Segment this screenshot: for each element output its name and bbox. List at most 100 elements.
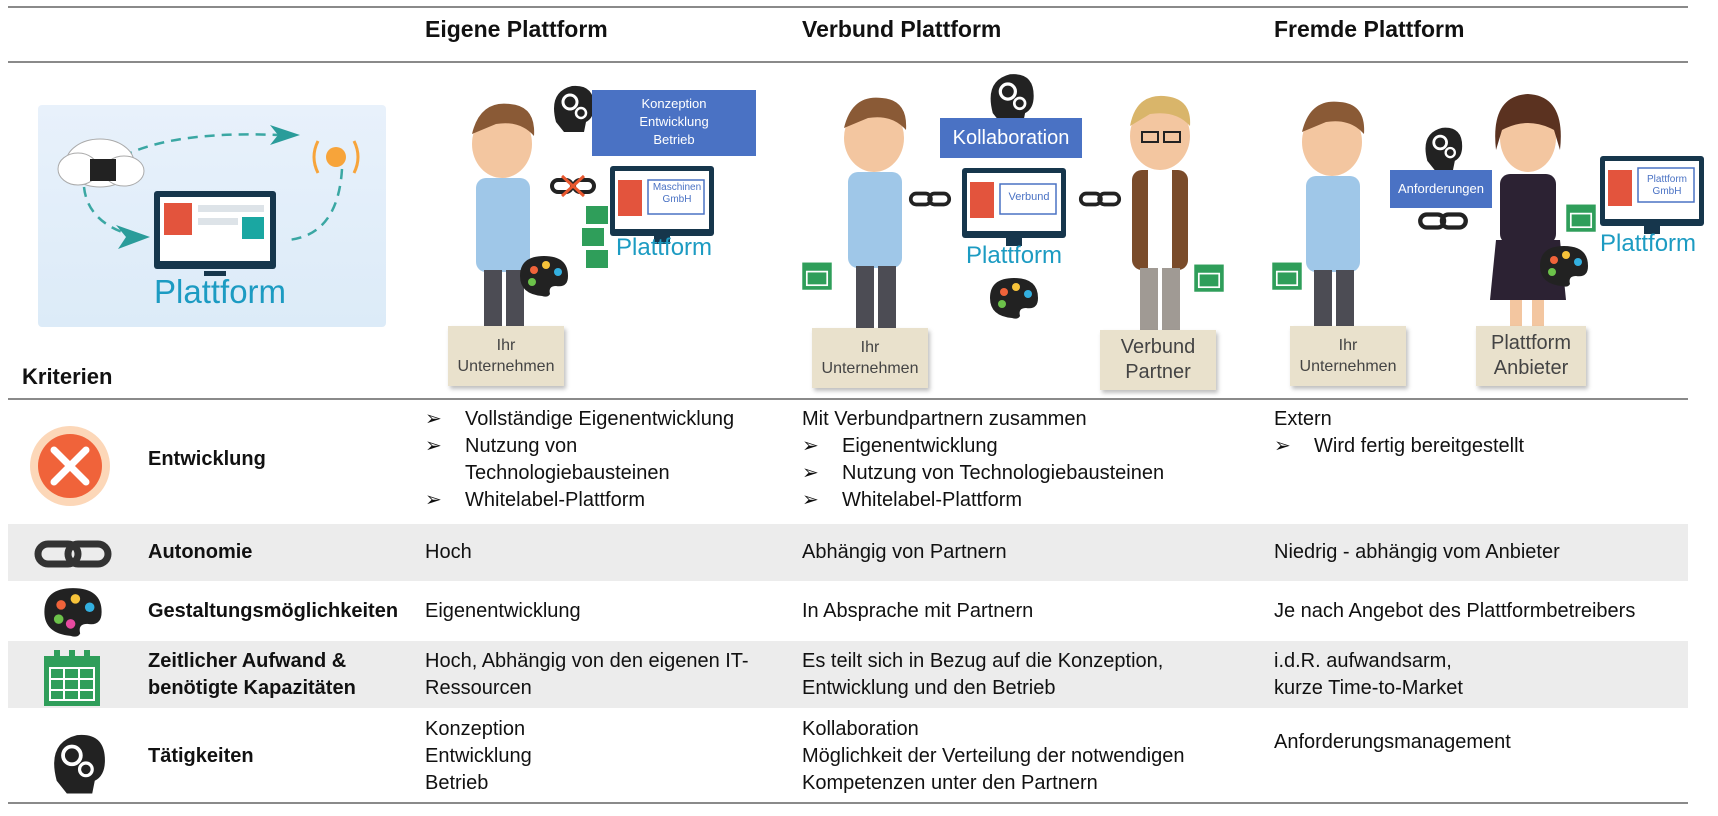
cell-line: kurze Time-to-Market [1274, 677, 1463, 699]
head-gears-icon [1425, 127, 1463, 170]
cell-line: i.d.R. aufwandsarm, [1274, 650, 1452, 672]
cell-line: Entwicklung [425, 745, 532, 767]
cell-gestaltung-fremde: Je nach Angebot des Plattformbetreibers [1274, 600, 1636, 622]
palette-icon [1540, 246, 1588, 287]
criterion-autonomie: Autonomie [148, 541, 253, 563]
cell-intro: Extern [1274, 408, 1332, 430]
cell-zeit-eigene: Hoch, Abhängig von den eigenen IT- Resso… [425, 648, 749, 702]
row-band-autonomie [8, 524, 1688, 581]
monitor-label-line: Plattform [1646, 174, 1687, 185]
label-line: Unternehmen [457, 358, 555, 375]
list-item: ➢Vollständige Eigenentwicklung [425, 406, 785, 433]
cell-entwicklung-fremde: Extern ➢ Wird fertig bereitgestellt [1274, 406, 1674, 460]
calendar-icon [582, 206, 608, 268]
cell-entwicklung-verbund: Mit Verbundpartnern zusammen ➢ Eigenentwi… [802, 406, 1242, 514]
cell-line: Ressourcen [425, 677, 532, 699]
eigene-bubble: Konzeption Entwicklung Betrieb [592, 90, 756, 156]
monitor-icon [610, 166, 714, 244]
verbund-illustration: Kollaboration Verbund Plattform [800, 70, 1240, 390]
bubble-line: Entwicklung [639, 114, 709, 129]
monitor-label-line: Maschinen [652, 182, 702, 193]
bullet-text: Eigenentwicklung [842, 435, 998, 457]
bullet-arrow-icon: ➢ [425, 435, 442, 457]
label-line: Ihr [1338, 337, 1358, 354]
cell-taetigkeiten-verbund: Kollaboration Möglichkeit der Verteilung… [802, 716, 1184, 797]
bullet-text: Nutzung von Technologiebausteinen [465, 435, 670, 484]
bottom-rule [8, 802, 1688, 804]
two-persons-icon [844, 95, 1191, 350]
cell-line: Entwicklung und den Betrieb [802, 677, 1056, 699]
criteria-heading: Kriterien [22, 364, 113, 389]
network-diagram-icon [57, 125, 360, 276]
chain-link-icon [34, 540, 112, 568]
cell-line: Hoch, Abhängig von den eigenen IT- [425, 650, 749, 672]
chain-link-icon [908, 191, 952, 207]
monitor-label-line: GmbH [1652, 186, 1682, 197]
label-line: Partner [1125, 361, 1191, 383]
calendar-icon [1566, 204, 1596, 232]
col-head-verbund: Verbund Plattform [802, 16, 1002, 42]
monitor-label-line: GmbH [662, 194, 692, 205]
top-rule [8, 6, 1688, 8]
broken-chain-icon [550, 174, 596, 198]
criterion-zeit: Zeitlicher Aufwand & benötigte Kapazität… [148, 648, 356, 702]
label-line: Plattform [1490, 332, 1572, 354]
cell-taetigkeiten-eigene: Konzeption Entwicklung Betrieb [425, 716, 532, 797]
list-item: ➢Whitelabel-Plattform [802, 487, 1242, 514]
col-head-fremde: Fremde Plattform [1274, 16, 1465, 42]
head-gears-icon [554, 85, 594, 132]
calendar-icon [802, 262, 832, 290]
tools-gear-icon [30, 426, 110, 506]
criterion-line: benötigte Kapazitäten [148, 677, 356, 699]
cell-line: Konzeption [425, 718, 526, 740]
list-item: ➢ Wird fertig bereitgestellt [1274, 433, 1674, 460]
chain-link-icon [1078, 191, 1122, 207]
fremde-right-person-label: Plattform Anbieter [1476, 326, 1586, 386]
label-line: Anbieter [1493, 357, 1569, 379]
verbund-monitor-label: Verbund [1008, 191, 1050, 203]
bullet-text: Vollständige Eigenentwicklung [465, 408, 735, 430]
cell-line: Kollaboration [802, 718, 919, 740]
bubble-line: Konzeption [641, 96, 707, 111]
cell-line: Möglichkeit der Verteilung der notwendig… [802, 745, 1185, 767]
calendar-icon [44, 650, 100, 706]
eigene-platform-word: Plattform [616, 234, 713, 261]
eigene-person-label: Ihr Unternehmen [448, 326, 564, 386]
head-gears-icon [54, 734, 105, 794]
verbund-right-person-label: Verbund Partner [1100, 330, 1216, 390]
bullet-arrow-icon: ➢ [802, 435, 819, 457]
cell-intro: Mit Verbundpartnern zusammen [802, 408, 1087, 430]
fremde-platform-word: Plattform [1600, 230, 1697, 257]
cell-autonomie-verbund: Abhängig von Partnern [802, 541, 1007, 563]
row-band-zeit [8, 641, 1688, 708]
fremde-illustration: Anforderungen Plattform GmbH Plattform [1270, 90, 1710, 390]
palette-icon [520, 256, 568, 297]
header-rule [8, 61, 1688, 63]
criterion-entwicklung: Entwicklung [148, 448, 266, 470]
cell-taetigkeiten-fremde: Anforderungsmanagement [1274, 731, 1511, 753]
cell-autonomie-eigene: Hoch [425, 541, 472, 563]
list-item: ➢Nutzung von Technologiebausteinen [802, 460, 1242, 487]
cell-zeit-fremde: i.d.R. aufwandsarm, kurze Time-to-Market [1274, 648, 1463, 702]
label-line: Ihr [860, 339, 880, 356]
monitor-icon [1600, 156, 1704, 234]
list-item: ➢ Nutzung von Technologiebausteinen [425, 433, 785, 487]
bullet-arrow-icon: ➢ [1274, 435, 1291, 457]
fremde-monitor-label: Plattform GmbH [1638, 174, 1696, 198]
person-icon [472, 103, 535, 350]
bubble-line: Betrieb [653, 132, 695, 147]
platform-overview-illustration: Plattform [38, 105, 386, 327]
list-item: ➢Whitelabel-Plattform [425, 487, 785, 514]
fremde-bubble: Anforderungen [1390, 170, 1492, 208]
label-line: Ihr [496, 337, 516, 354]
criterion-line: Zeitlicher Aufwand & [148, 650, 347, 672]
cell-gestaltung-eigene: Eigenentwicklung [425, 600, 581, 622]
overview-platform-word: Plattform [154, 273, 287, 310]
bullet-text: Wird fertig bereitgestellt [1314, 435, 1525, 457]
bullet-arrow-icon: ➢ [802, 489, 819, 511]
cell-gestaltung-verbund: In Absprache mit Partnern [802, 600, 1034, 622]
cell-entwicklung-eigene: ➢Vollständige Eigenentwicklung ➢ Nutzung … [425, 406, 785, 514]
bullet-arrow-icon: ➢ [802, 462, 819, 484]
criterion-gestaltung: Gestaltungsmöglichkeiten [148, 600, 399, 622]
cell-line: Betrieb [425, 772, 489, 794]
